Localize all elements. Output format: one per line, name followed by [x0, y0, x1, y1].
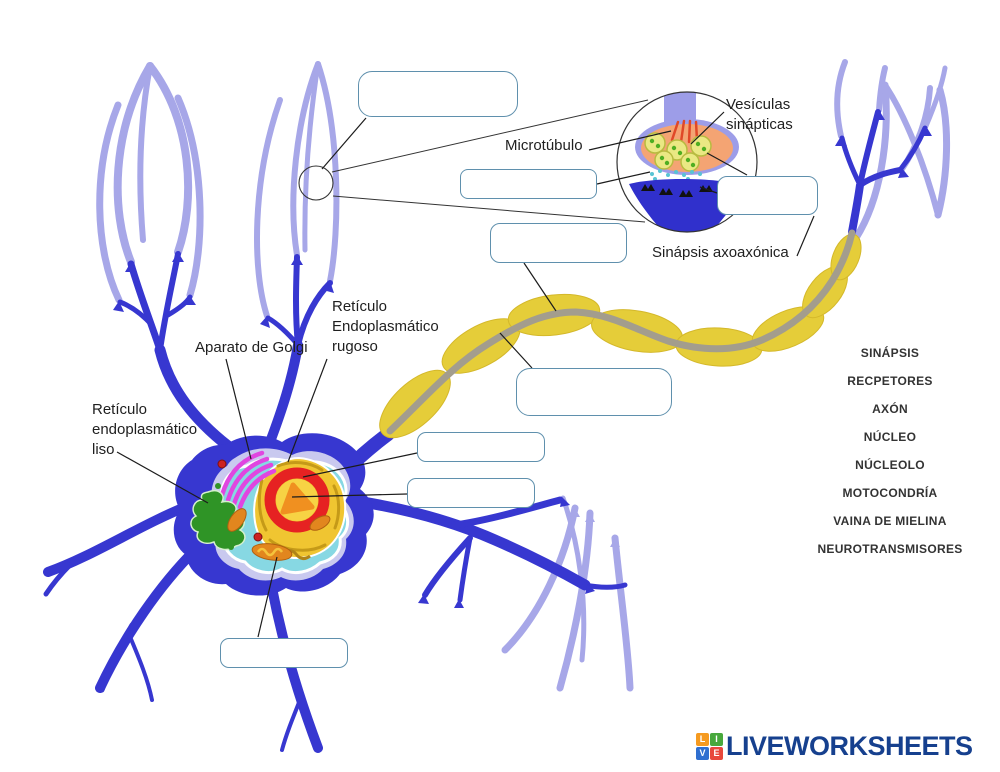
answer-box-4[interactable] [717, 176, 818, 215]
soma [173, 433, 374, 596]
logo-square-v: V [696, 747, 709, 760]
answer-box-3[interactable] [490, 223, 627, 263]
nucleus-ring [264, 467, 330, 533]
lysosome-dot [217, 459, 227, 469]
label-line: Microtúbulo [505, 137, 583, 154]
answer-box-7[interactable] [407, 478, 535, 508]
answer-box-5[interactable] [516, 368, 672, 416]
word-bank-item-recpetores: RECPETORES [847, 374, 933, 388]
label-line: Aparato de Golgi [195, 339, 308, 356]
label-reticulo-rugoso: Retículo Endoplasmático rugoso [332, 297, 439, 357]
word-bank-item-vaina-de-mielina: VAINA DE MIELINA [833, 514, 947, 528]
light-dendrite-buds [570, 508, 620, 547]
answer-box-1[interactable] [358, 71, 518, 117]
word-bank-item-neurotransmisores: NEUROTRANSMISORES [817, 542, 963, 556]
label-line: Sinápsis axoaxónica [652, 244, 789, 261]
label-line: liso [92, 441, 115, 458]
label-line: Retículo [332, 298, 388, 315]
zoom-source-circle [298, 165, 334, 201]
word-bank: SINÁPSIS RECPETORES AXÓN NÚCLEO NÚCLEOLO… [795, 347, 985, 556]
answer-box-2[interactable] [460, 169, 597, 199]
smooth-er [190, 490, 246, 551]
nucleolus [280, 482, 315, 515]
label-line: endoplasmático [92, 421, 198, 438]
word-bank-item-motocondria: MOTOCONDRÍA [842, 486, 938, 500]
mitochondria [227, 508, 331, 561]
label-line: Vesículas [726, 96, 791, 113]
label-line: sinápticas [726, 116, 793, 133]
axon-core [386, 229, 856, 435]
answer-box-8[interactable] [220, 638, 348, 668]
lysosome-dot [253, 532, 263, 542]
liveworksheets-logo[interactable]: L I V E LIVEWORKSHEETS [696, 733, 973, 760]
label-sinapsis-axoaxonica: Sinápsis axoaxónica [652, 243, 789, 263]
inset-circle [616, 91, 758, 233]
label-line: Endoplasmático [332, 318, 439, 335]
dark-dendrites [43, 109, 928, 753]
golgi-apparatus [219, 450, 277, 510]
label-line: rugoso [332, 338, 378, 355]
logo-square-e: E [710, 747, 723, 760]
word-bank-item-sinapsis: SINÁPSIS [860, 346, 920, 360]
logo-square-i: I [710, 733, 723, 746]
axon-myelin [379, 229, 862, 439]
rough-er-squiggles [257, 461, 341, 552]
dark-dendrite-buds [113, 110, 932, 608]
answer-box-6[interactable] [417, 432, 545, 462]
label-aparato-golgi: Aparato de Golgi [195, 338, 308, 358]
label-reticulo-liso: Retículo endoplasmático liso [92, 400, 197, 460]
word-bank-item-nucleo: NÚCLEO [863, 430, 917, 444]
connector-lines [116, 111, 815, 638]
logo-text: LIVEWORKSHEETS [726, 731, 973, 761]
label-vesiculas-sinapticas: Vesículas sinápticas [726, 95, 793, 135]
liveworksheets-logo-icon: L I V E [696, 733, 723, 760]
label-line: Retículo [92, 401, 148, 418]
word-bank-item-axon: AXÓN [872, 402, 908, 416]
logo-square-l: L [696, 733, 709, 746]
label-microtubulo: Microtúbulo [505, 136, 583, 156]
word-bank-item-nucleolo: NÚCLEOLO [855, 458, 925, 472]
